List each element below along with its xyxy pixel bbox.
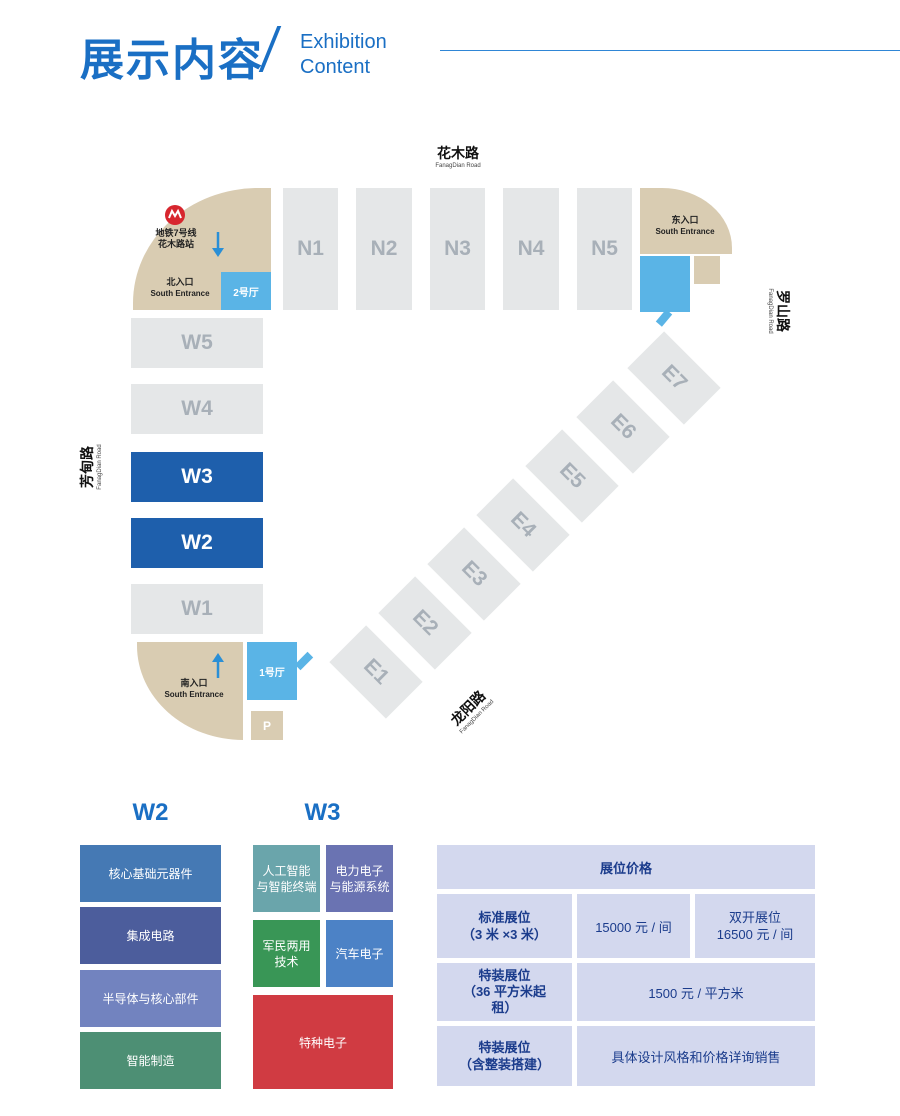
w2-category-2[interactable]: 集成电路 (80, 907, 221, 964)
pricing-row-3-price: 具体设计风格和价格详询销售 (577, 1026, 815, 1086)
hall-w1[interactable]: W1 (131, 584, 263, 634)
metro-logo-icon (164, 204, 186, 226)
east-entrance-en: South Entrance (655, 227, 715, 236)
south-entrance-label: 南入口 South Entrance (156, 678, 232, 700)
road-east-en: FanagDian Road (767, 288, 773, 334)
venue-map: 花木路 FanagDian Road 地铁7号线 花木路站 北入口 South … (79, 143, 791, 741)
w2-category-3[interactable]: 半导体与核心部件 (80, 970, 221, 1027)
pricing-row-1-name: 标准展位 （3 米 ×3 米） (437, 894, 572, 958)
hall-1[interactable]: 1号厅 (247, 642, 297, 700)
pricing-row-1-single: 15000 元 / 间 (577, 894, 690, 958)
parking-lot[interactable]: P (251, 711, 283, 740)
north-entrance-cn: 北入口 (166, 277, 194, 287)
road-west: 芳甸路 FanagDian Road (79, 437, 103, 497)
road-south: 龙阳路 FanagDian Road (439, 679, 501, 741)
pricing-row-3-name: 特装展位 （含整装搭建） (437, 1026, 572, 1086)
hall-2[interactable]: 2号厅 (221, 272, 271, 310)
east-annex (694, 256, 720, 284)
road-north: 花木路 FanagDian Road (400, 143, 516, 169)
w2-category-1-label: 核心基础元器件 (108, 867, 193, 881)
road-north-en: FanagDian Road (435, 163, 481, 169)
hall-w5[interactable]: W5 (131, 318, 263, 368)
w3-category-4[interactable]: 汽车电子 (326, 920, 393, 987)
hall-n4[interactable]: N4 (503, 188, 559, 310)
w3-category-5[interactable]: 特种电子 (253, 995, 393, 1089)
hall-n5[interactable]: N5 (577, 188, 632, 310)
w3-title: W3 (304, 799, 341, 826)
w3-category-1[interactable]: 人工智能 与智能终端 (253, 845, 320, 912)
road-east-cn: 罗山路 (775, 290, 791, 332)
south-entrance-en: South Entrance (164, 690, 224, 699)
metro-station: 花木路站 (157, 239, 194, 249)
east-lobby[interactable] (640, 256, 690, 312)
w3-category-2[interactable]: 电力电子 与能源系统 (326, 845, 393, 912)
pricing-title: 展位价格 (437, 845, 815, 889)
w2-title: W2 (132, 799, 169, 826)
w2-category-3-label: 半导体与核心部件 (102, 992, 199, 1006)
road-west-cn: 芳甸路 (79, 446, 95, 488)
south-entrance-cn: 南入口 (180, 678, 208, 688)
pricing-row-2-price: 1500 元 / 平方米 (577, 963, 815, 1021)
w2-category-4[interactable]: 智能制造 (80, 1032, 221, 1089)
hall-w4[interactable]: W4 (131, 384, 263, 434)
page-title-en: Exhibition Content (300, 30, 387, 80)
north-entrance-en: South Entrance (150, 289, 210, 298)
page-title-en-line1: Exhibition (300, 31, 387, 53)
pricing-row-2-name: 特装展位 （36 平方米起 租） (437, 963, 572, 1021)
w3-category-1-label: 人工智能 与智能终端 (256, 863, 317, 894)
road-west-en: FanagDian Road (97, 444, 103, 490)
header-rule (440, 50, 900, 51)
w3-category-5-label: 特种电子 (298, 1035, 347, 1050)
south-connector (294, 651, 314, 671)
w2-category-1[interactable]: 核心基础元器件 (80, 845, 221, 902)
w3-category-4-label: 汽车电子 (335, 947, 384, 961)
arrow-up-icon (211, 652, 225, 678)
hall-w2[interactable]: W2 (131, 518, 263, 568)
metro-line: 地铁7号线 (155, 228, 197, 238)
w3-category-3-label: 军民两用 技术 (262, 938, 311, 969)
hall-n1[interactable]: N1 (283, 188, 338, 310)
pricing-row-1-double: 双开展位 16500 元 / 间 (695, 894, 815, 958)
east-entrance-label: 东入口 South Entrance (646, 215, 724, 237)
w2-category-4-label: 智能制造 (126, 1054, 175, 1068)
hall-w3[interactable]: W3 (131, 452, 263, 502)
metro-label: 地铁7号线 花木路站 (140, 228, 212, 250)
hall-n2[interactable]: N2 (356, 188, 412, 310)
north-entrance-label: 北入口 South Entrance (142, 277, 218, 299)
hall-n3[interactable]: N3 (430, 188, 485, 310)
road-east: 罗山路 FanagDian Road (767, 281, 791, 341)
arrow-down-icon (211, 232, 225, 258)
page-title-en-line2: Content (300, 56, 371, 78)
east-entrance-cn: 东入口 (671, 215, 699, 225)
road-north-cn: 花木路 (437, 145, 479, 161)
w3-category-2-label: 电力电子 与能源系统 (329, 863, 390, 894)
w2-category-2-label: 集成电路 (126, 929, 175, 943)
w3-category-3[interactable]: 军民两用 技术 (253, 920, 320, 987)
page-title: 展示内容 (80, 36, 264, 85)
